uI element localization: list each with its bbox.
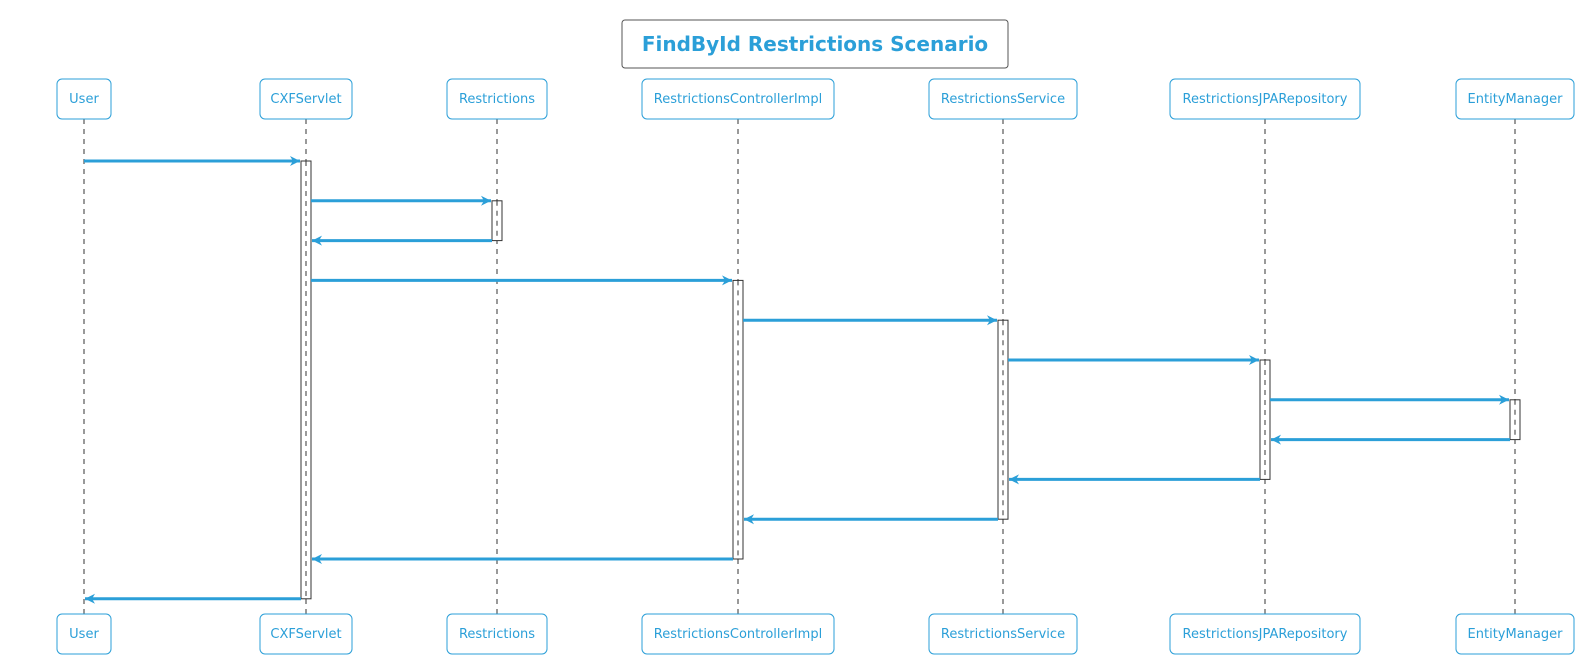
- participant-label: User: [69, 92, 99, 107]
- activation-bar-restrictionsservice: [997, 319, 1009, 520]
- participant-label: Restrictions: [459, 92, 535, 107]
- participant-box: [1169, 78, 1361, 120]
- participant-label: RestrictionsJPARepository: [1183, 627, 1348, 642]
- participant-user-bottom: User: [56, 613, 112, 655]
- participant-label: Restrictions: [459, 627, 535, 642]
- participant-restrictionscontrollerimpl-top: RestrictionsControllerImpl: [641, 78, 835, 120]
- participant-box: [446, 613, 548, 655]
- participant-restrictionsservice-bottom: RestrictionsService: [928, 613, 1078, 655]
- participant-label: RestrictionsControllerImpl: [654, 627, 822, 642]
- participant-restrictionsjparepository-top: RestrictionsJPARepository: [1169, 78, 1361, 120]
- participant-box: [56, 78, 112, 120]
- participant-box: [928, 78, 1078, 120]
- participant-label: RestrictionsControllerImpl: [654, 92, 822, 107]
- participant-box: [259, 78, 353, 120]
- participant-label: CXFServlet: [270, 92, 341, 107]
- participant-box: [1455, 613, 1575, 655]
- participant-box: [641, 613, 835, 655]
- participant-box: [928, 613, 1078, 655]
- participant-restrictions-bottom: Restrictions: [446, 613, 548, 655]
- participant-label: CXFServlet: [270, 627, 341, 642]
- participant-box: [1455, 78, 1575, 120]
- diagram-title-text: FindById Restrictions Scenario: [642, 32, 988, 56]
- participant-label: RestrictionsJPARepository: [1183, 92, 1348, 107]
- participant-restrictions-top: Restrictions: [446, 78, 548, 120]
- participant-label: EntityManager: [1468, 92, 1564, 107]
- participant-restrictionscontrollerimpl-bottom: RestrictionsControllerImpl: [641, 613, 835, 655]
- diagram-title: FindById Restrictions Scenario: [621, 19, 1009, 69]
- participant-box: [641, 78, 835, 120]
- participant-entitymanager-top: EntityManager: [1455, 78, 1575, 120]
- participant-box: [56, 613, 112, 655]
- title-box: [621, 19, 1009, 69]
- participant-entitymanager-bottom: EntityManager: [1455, 613, 1575, 655]
- participant-label: RestrictionsService: [941, 92, 1065, 107]
- participant-cxfservlet-top: CXFServlet: [259, 78, 353, 120]
- participant-label: RestrictionsService: [941, 627, 1065, 642]
- participant-label: User: [69, 627, 99, 642]
- participant-box: [446, 78, 548, 120]
- participant-box: [259, 613, 353, 655]
- participant-restrictionsjparepository-bottom: RestrictionsJPARepository: [1169, 613, 1361, 655]
- participant-label: EntityManager: [1468, 627, 1564, 642]
- participant-restrictionsservice-top: RestrictionsService: [928, 78, 1078, 120]
- participant-cxfservlet-bottom: CXFServlet: [259, 613, 353, 655]
- participant-user-top: User: [56, 78, 112, 120]
- participant-box: [1169, 613, 1361, 655]
